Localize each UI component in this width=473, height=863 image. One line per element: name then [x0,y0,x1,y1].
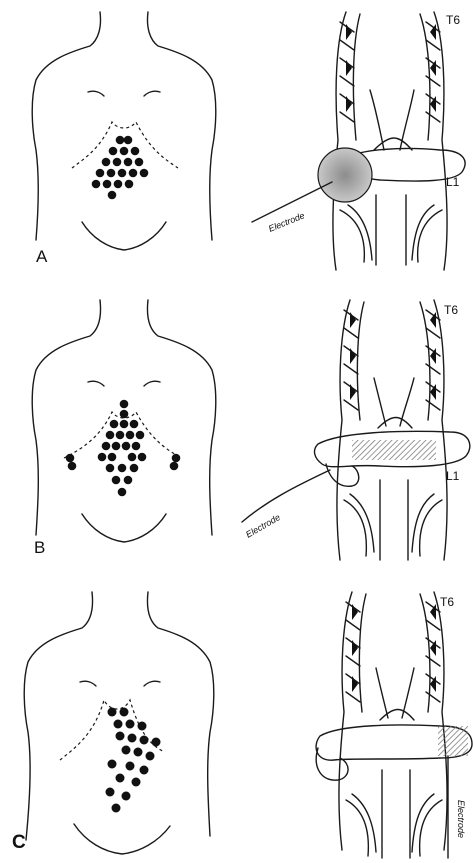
probe-label-c: Electrode [456,800,466,838]
probe-label-a: Electrode [267,210,306,234]
target-zone-b [352,440,436,460]
vertebra-bottom-label-b: L1 [446,469,460,483]
panel-label-c: C [12,832,26,853]
tenderness-dots-c [106,708,161,813]
tenderness-dots-b [66,400,181,497]
target-zone-c [438,726,468,756]
panel-a: A T6 L1 Electrode [32,12,465,270]
panel-label-a: A [36,247,48,266]
vertebra-top-label-b: T6 [444,303,458,317]
vertebra-bottom-label-a: L1 [446,175,460,189]
panel-c: C T6 Electrode [12,592,472,858]
vertebra-top-label-a: T6 [446,13,460,27]
panel-label-b: B [34,538,45,557]
spine-diagram-a [252,12,465,270]
panel-b: B T6 L1 Electrode [32,300,470,560]
target-zone-a [318,148,372,202]
torso-outline-a [32,12,216,250]
spine-diagram-c [316,592,472,858]
tenderness-dots-a [92,136,149,200]
vertebra-top-label-c: T6 [440,595,454,609]
